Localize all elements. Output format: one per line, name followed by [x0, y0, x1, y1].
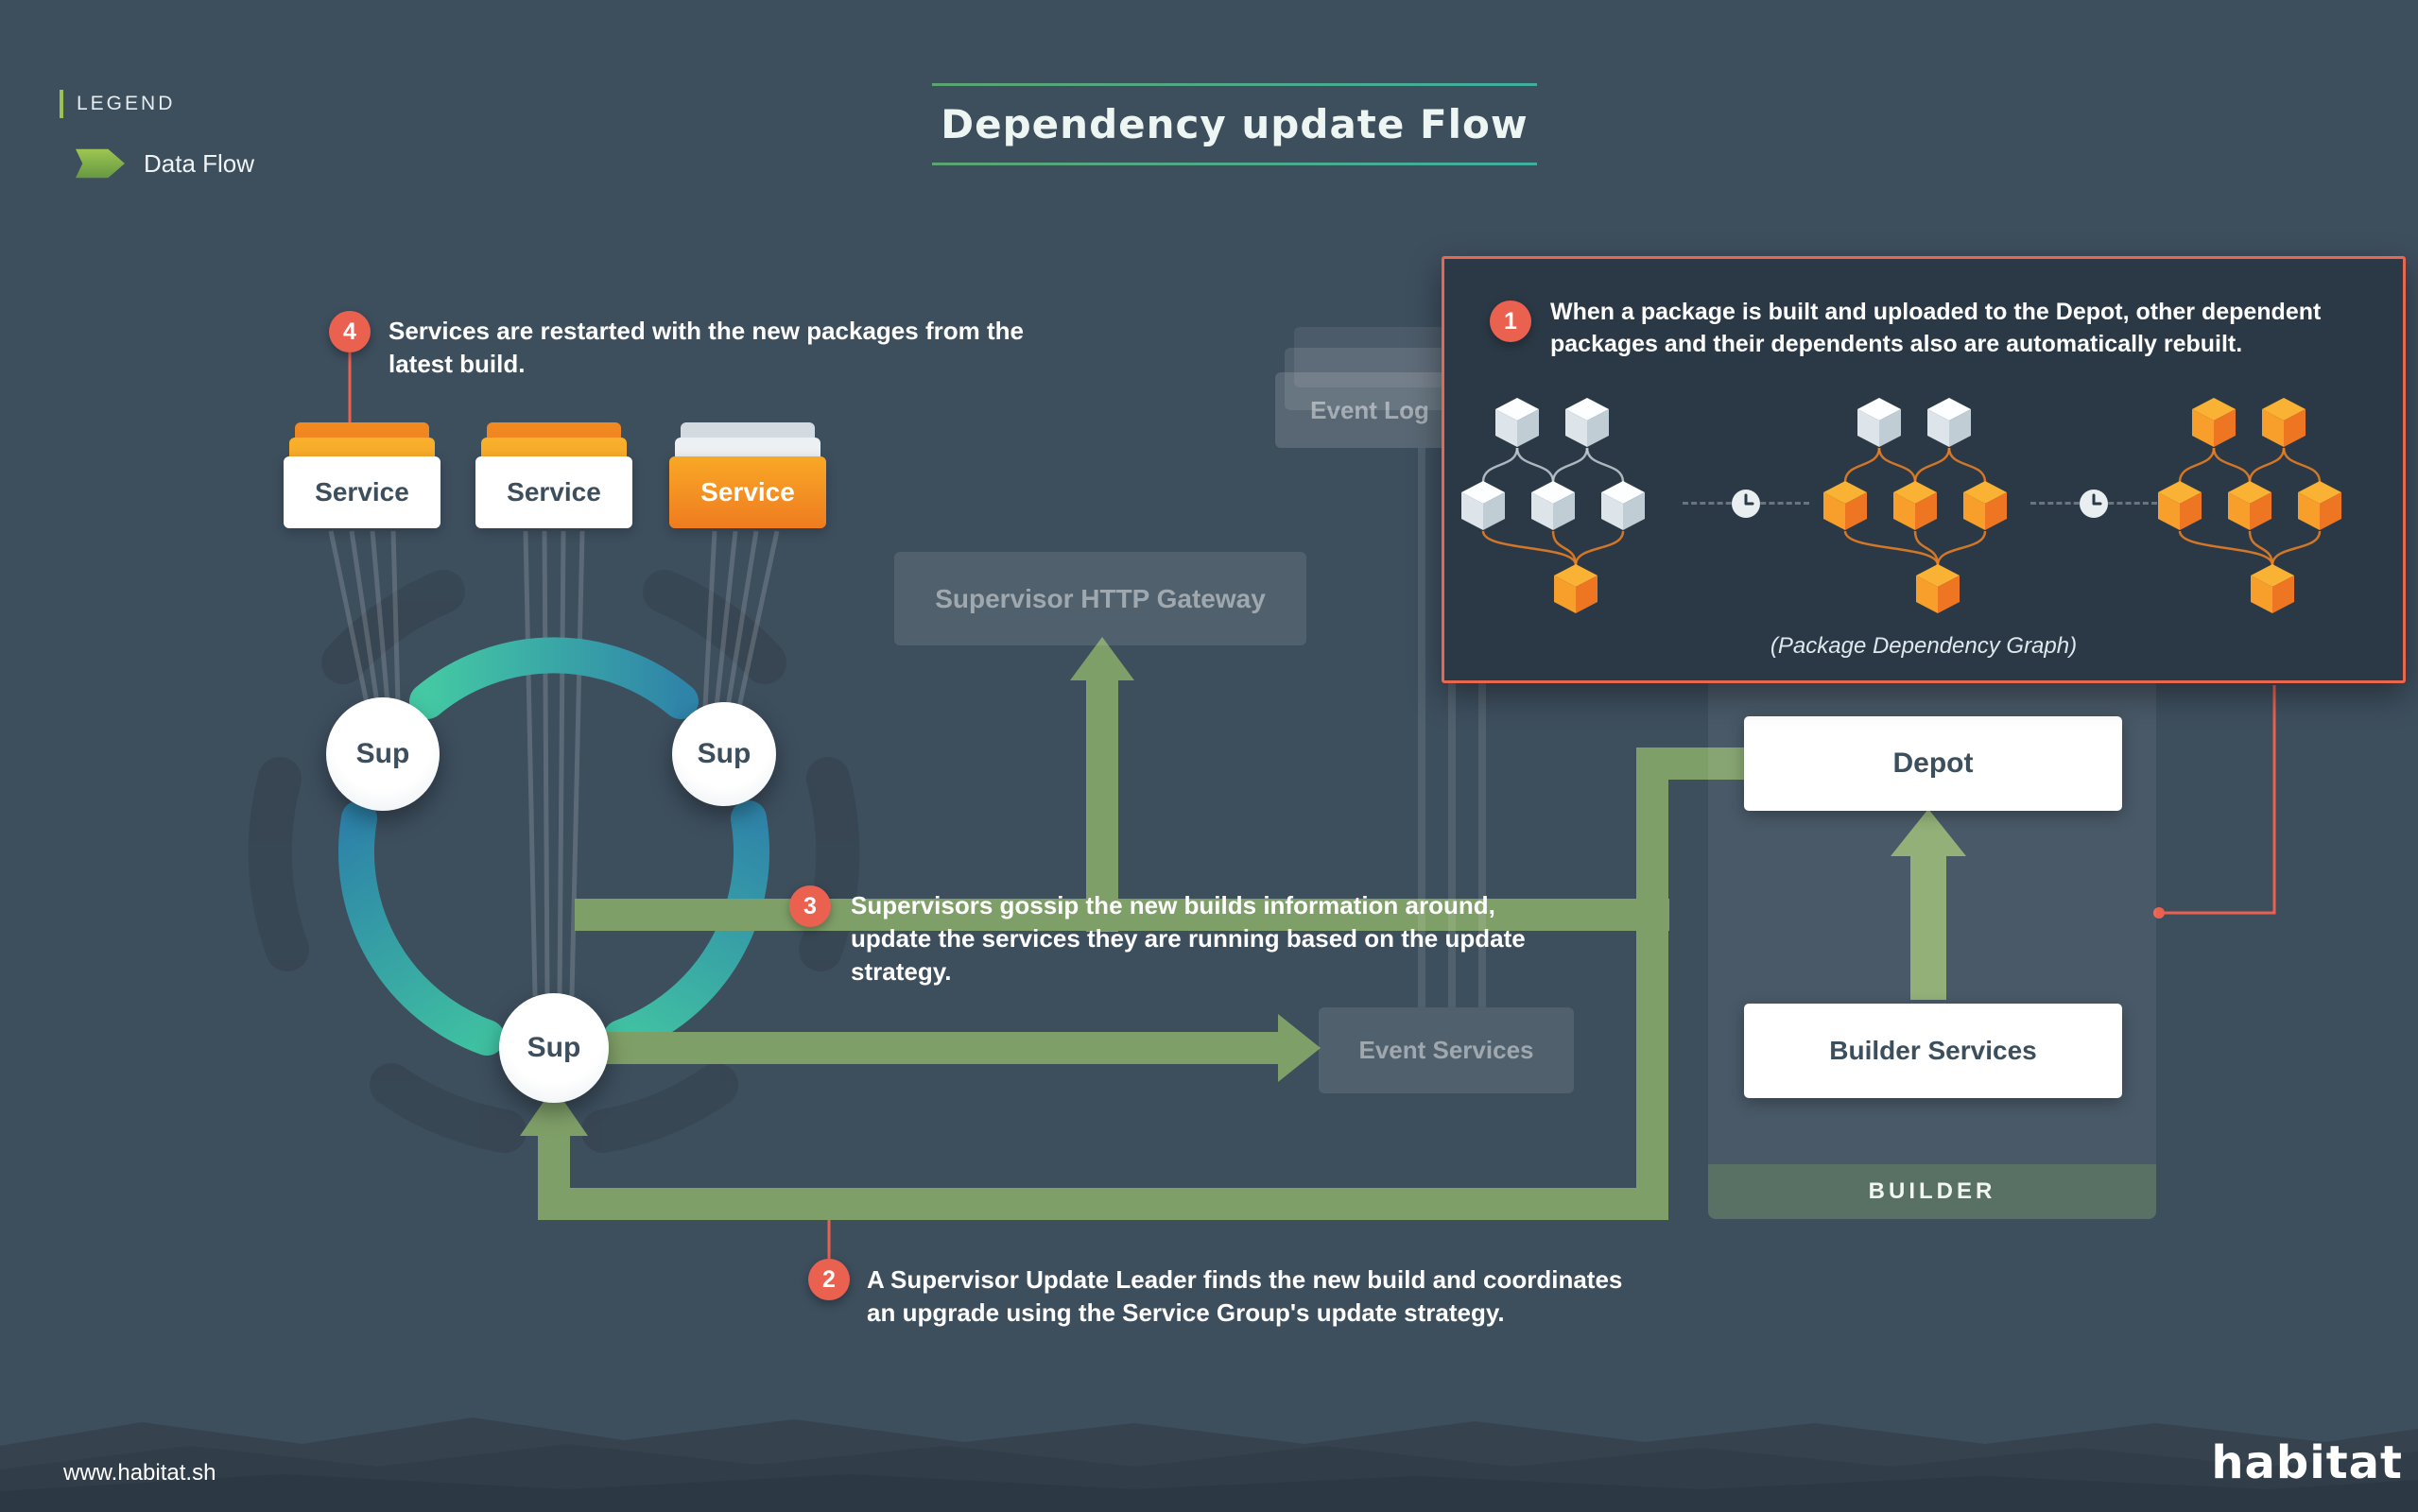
event-log-label: Event Log [1310, 395, 1429, 424]
title-block: Dependency update Flow [932, 83, 1537, 165]
package-cube-white [1857, 398, 1901, 447]
service-label: Service [700, 477, 795, 507]
package-cube-white [1601, 481, 1645, 530]
package-cube-orange [2158, 481, 2202, 530]
service-card-updated: Service [669, 456, 826, 528]
package-cube-orange [1916, 564, 1960, 613]
sup-label: Sup [697, 738, 751, 769]
step-text-3: Supervisors gossip the new builds inform… [851, 891, 1526, 987]
gateway-label: Supervisor HTTP Gateway [935, 583, 1266, 613]
service-label: Service [507, 477, 601, 507]
service-sup-connectors [328, 530, 780, 997]
package-cube-white [1461, 481, 1505, 530]
clock-icon [1732, 490, 1760, 518]
builder-services-box: Builder Services [1744, 1004, 2122, 1098]
step-badge-3: 3 [789, 885, 831, 927]
graph-caption: (Package Dependency Graph) [1770, 633, 2078, 659]
step-text-1: When a package is built and uploaded to … [1550, 299, 2322, 357]
title-rule-bottom [932, 163, 1537, 165]
arrowhead-up-icon [520, 1087, 588, 1136]
data-flow-arrows [520, 637, 1966, 1220]
event-log-card: Event Log [1275, 372, 1464, 448]
package-cube-orange [1823, 481, 1867, 530]
habitat-logo: habitat [2211, 1436, 2403, 1489]
service-card: Service [475, 456, 632, 528]
supervisor-node: Sup [499, 993, 609, 1103]
service-label: Service [315, 477, 409, 507]
event-log-card-back [1294, 327, 1445, 387]
legend-data-flow-label: Data Flow [144, 148, 255, 178]
package-cube-orange [1893, 481, 1937, 530]
service-card: Service [284, 456, 440, 528]
sup-label: Sup [527, 1032, 581, 1063]
site-url: www.habitat.sh [63, 1460, 216, 1486]
arrowhead-up-icon [1891, 809, 1966, 856]
badge-number: 4 [343, 318, 356, 345]
legend-heading: LEGEND [77, 93, 176, 114]
event-services-box: Event Services [1319, 1007, 1574, 1093]
depot-to-sup-flow [538, 747, 1760, 1220]
step-badge-4: 4 [329, 311, 371, 352]
package-cube-orange [2262, 398, 2306, 447]
package-cube-orange [1554, 564, 1598, 613]
arrowhead-up-icon [1070, 637, 1134, 680]
badge-number: 3 [803, 892, 817, 919]
package-cube-white [1531, 481, 1575, 530]
gossip-ring [337, 637, 770, 1056]
builder-label: BUILDER [1868, 1178, 1996, 1204]
supervisor-node: Sup [326, 697, 440, 811]
event-log-card-middle [1285, 348, 1455, 410]
event-services-label: Event Services [1358, 1036, 1534, 1064]
service-stack: Service [475, 422, 632, 528]
decorative-arcs [248, 570, 860, 1153]
package-cube-white [1565, 398, 1609, 447]
sup-label: Sup [355, 738, 410, 769]
terrain-band [0, 1418, 2418, 1512]
package-dependency-graph [2155, 396, 2368, 627]
badge-connectors [348, 352, 2276, 1259]
step-text-4: Services are restarted with the new pack… [389, 317, 1024, 379]
builder-bar: BUILDER [1708, 1164, 2156, 1219]
connector-dot [2153, 907, 2165, 919]
supervisor-http-gateway-box: Supervisor HTTP Gateway [894, 552, 1306, 645]
package-dependency-graph [1821, 396, 2033, 627]
legend-accent-bar [60, 90, 63, 118]
event-pipe [1448, 448, 1456, 1007]
package-cube-orange [2228, 481, 2271, 530]
step-text-2: A Supervisor Update Leader finds the new… [867, 1265, 1623, 1328]
service-stack: Service [669, 422, 826, 528]
builder-services-label: Builder Services [1829, 1036, 2037, 1065]
badge-number: 2 [822, 1265, 836, 1293]
supervisor-node: Sup [672, 702, 776, 806]
clock-icon [2080, 490, 2108, 518]
arrowhead-right-icon [1278, 1014, 1321, 1082]
title-rule-top [932, 83, 1537, 86]
step1-callout: 1 When a package is built and uploaded t… [1442, 256, 2406, 683]
package-cube-white [1495, 398, 1539, 447]
badge-number: 1 [1504, 307, 1517, 335]
package-cube-orange [2251, 564, 2294, 613]
depot-box: Depot [1744, 716, 2122, 811]
service-stack: Service [284, 422, 440, 528]
step-badge-2: 2 [808, 1259, 850, 1300]
event-pipe [1418, 448, 1425, 1007]
page-title: Dependency update Flow [941, 101, 1529, 147]
depot-label: Depot [1892, 747, 1974, 779]
legend: LEGEND Data Flow [60, 90, 254, 182]
data-flow-arrow-icon [76, 148, 125, 179]
event-log-stack: Event Log [1275, 327, 1464, 450]
package-dependency-graph [1459, 396, 1671, 627]
step-badge-1: 1 [1490, 301, 1531, 342]
package-cube-orange [1963, 481, 2007, 530]
package-cube-white [1927, 398, 1971, 447]
package-cube-orange [2298, 481, 2341, 530]
event-pipe [1478, 448, 1486, 1007]
package-cube-orange [2192, 398, 2236, 447]
